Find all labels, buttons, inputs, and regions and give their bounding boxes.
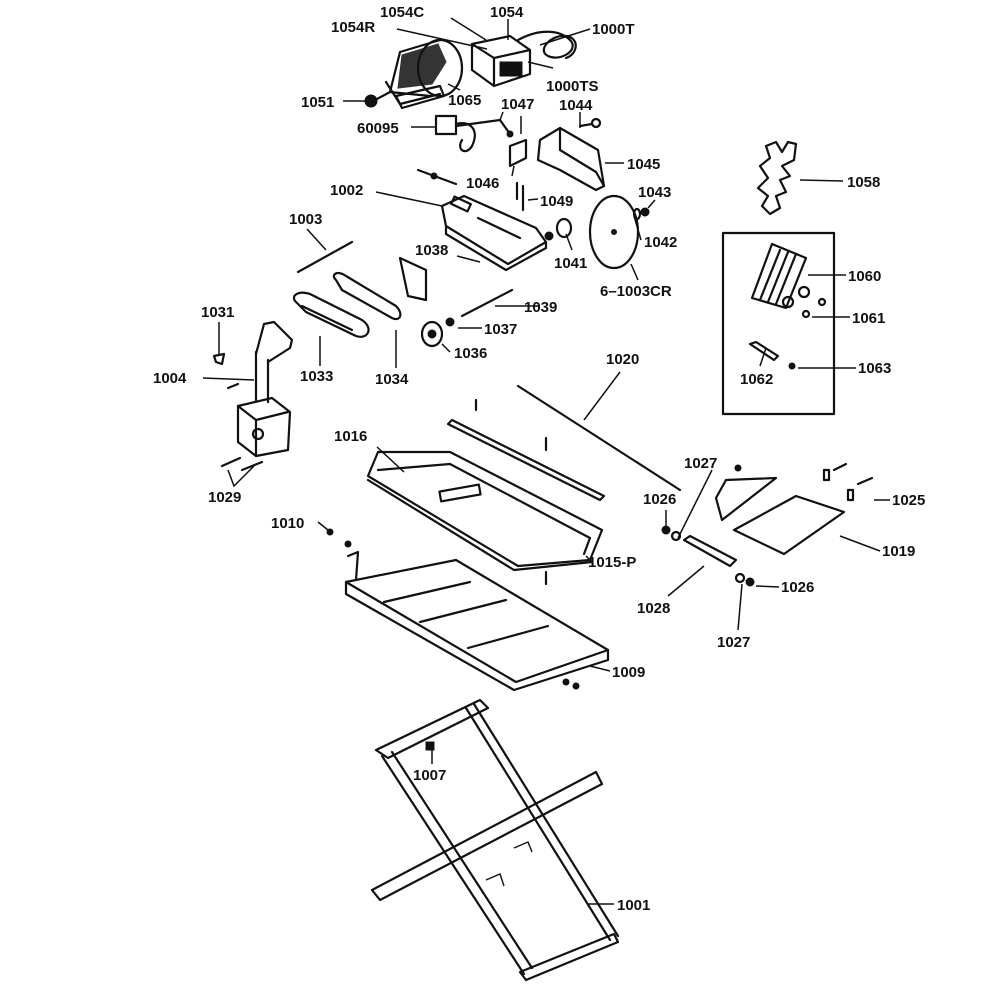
label-1010: 1010 bbox=[271, 515, 304, 532]
label-1029: 1029 bbox=[208, 489, 241, 506]
nut-1051 bbox=[364, 90, 392, 108]
tray-1016 bbox=[366, 450, 604, 572]
label-1002: 1002 bbox=[330, 182, 363, 199]
label-1063: 1063 bbox=[858, 360, 891, 377]
screws-tray bbox=[474, 398, 548, 586]
label-1004: 1004 bbox=[153, 370, 187, 387]
nut-1037 bbox=[445, 317, 455, 327]
handle-assembly-1004 bbox=[212, 320, 294, 472]
motor-1065 bbox=[384, 38, 464, 110]
label-1041: 1041 bbox=[554, 255, 587, 272]
belt-1033 bbox=[292, 291, 370, 338]
label-1060: 1060 bbox=[848, 268, 881, 285]
power-cord-1000T bbox=[516, 30, 577, 60]
label-1025: 1025 bbox=[892, 492, 925, 509]
label-1009: 1009 bbox=[612, 664, 645, 681]
label-1026-lower: 1026 bbox=[781, 579, 814, 596]
label-1065: 1065 bbox=[448, 92, 481, 109]
label-1061: 1061 bbox=[852, 310, 885, 327]
label-1058: 1058 bbox=[847, 174, 880, 191]
shaft-1039 bbox=[460, 288, 514, 318]
label-1047: 1047 bbox=[501, 96, 534, 113]
screws-1025 bbox=[734, 462, 874, 502]
accessory-box bbox=[721, 231, 836, 416]
blade-6-1003CR bbox=[588, 194, 640, 270]
label-1019: 1019 bbox=[882, 543, 915, 560]
label-1020: 1020 bbox=[606, 351, 639, 368]
label-1037: 1037 bbox=[484, 321, 517, 338]
label-1034: 1034 bbox=[375, 371, 409, 388]
switch-box-1054 bbox=[470, 34, 532, 88]
label-1033: 1033 bbox=[300, 368, 333, 385]
shaft-1003 bbox=[296, 240, 354, 274]
label-1043: 1043 bbox=[638, 184, 671, 201]
label-1031: 1031 bbox=[201, 304, 234, 321]
label-1054: 1054 bbox=[490, 4, 524, 21]
pins-1049 bbox=[515, 181, 525, 212]
switch-60095 bbox=[434, 114, 512, 153]
label-1054R: 1054R bbox=[331, 19, 375, 36]
carriage-1002 bbox=[440, 194, 548, 272]
label-1051: 1051 bbox=[301, 94, 334, 111]
belt-1034 bbox=[332, 271, 402, 321]
label-1027-upper: 1027 bbox=[684, 455, 717, 472]
label-1046: 1046 bbox=[466, 175, 499, 192]
label-1027-lower: 1027 bbox=[717, 634, 750, 651]
label-1054C: 1054C bbox=[380, 4, 424, 21]
label-1000TS: 1000TS bbox=[546, 78, 599, 95]
label-1038: 1038 bbox=[415, 242, 448, 259]
screw-1044 bbox=[578, 117, 602, 129]
bracket bbox=[398, 256, 428, 302]
label-1000T: 1000T bbox=[592, 21, 635, 38]
leader-lines bbox=[202, 17, 890, 905]
stand-1001 bbox=[370, 698, 620, 982]
part-labels: 1054C 1054 1054R 1000T 1000TS 1065 1051 … bbox=[153, 4, 925, 914]
label-1062: 1062 bbox=[740, 371, 773, 388]
frame-1009 bbox=[326, 528, 610, 692]
label-1007: 1007 bbox=[413, 767, 446, 784]
rail-1020 bbox=[516, 384, 682, 492]
bolt-1046b bbox=[416, 168, 458, 186]
label-1016: 1016 bbox=[334, 428, 367, 445]
guard-1045 bbox=[536, 126, 606, 192]
label-1039: 1039 bbox=[524, 299, 557, 316]
pulley-1036 bbox=[420, 320, 444, 348]
plate-1046 bbox=[506, 130, 528, 168]
label-1036: 1036 bbox=[454, 345, 487, 362]
spacer-1041 bbox=[544, 217, 573, 241]
roller-1028 bbox=[661, 525, 755, 587]
label-1003: 1003 bbox=[289, 211, 322, 228]
rail-strip bbox=[446, 418, 606, 502]
label-60095: 60095 bbox=[357, 120, 399, 137]
label-1042: 1042 bbox=[644, 234, 677, 251]
label-1028: 1028 bbox=[637, 600, 670, 617]
label-1001: 1001 bbox=[617, 897, 650, 914]
label-1015-P: 1015-P bbox=[588, 554, 636, 571]
label-1045: 1045 bbox=[627, 156, 660, 173]
washer-1042-nut-1043 bbox=[632, 207, 650, 221]
wrench-1058 bbox=[756, 140, 798, 216]
label-1044: 1044 bbox=[559, 97, 593, 114]
water-tray-1019 bbox=[714, 476, 846, 556]
label-1026-upper: 1026 bbox=[643, 491, 676, 508]
label-6-1003CR: 6–1003CR bbox=[600, 283, 672, 300]
label-1049: 1049 bbox=[540, 193, 573, 210]
